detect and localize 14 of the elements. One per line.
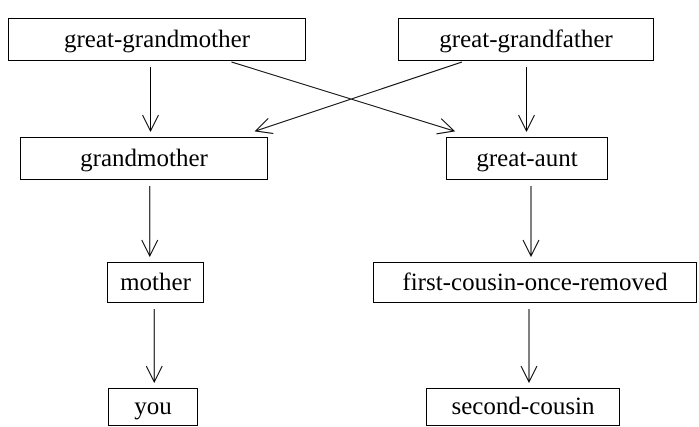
person-box: great-grandfather — [398, 18, 654, 61]
person-box: you — [108, 388, 198, 426]
person-box: great-aunt — [446, 137, 608, 180]
arrow — [522, 186, 540, 256]
person-box: mother — [107, 262, 204, 303]
arrow — [518, 66, 535, 132]
person-box: second-cousin — [426, 388, 620, 426]
person-box: grandmother — [20, 137, 268, 180]
person-box: first-cousin-once-removed — [373, 262, 697, 303]
arrow — [520, 308, 538, 382]
arrow — [146, 308, 163, 382]
arrow — [142, 66, 159, 132]
person-box: great-grandmother — [8, 18, 306, 61]
arrow — [141, 186, 158, 256]
